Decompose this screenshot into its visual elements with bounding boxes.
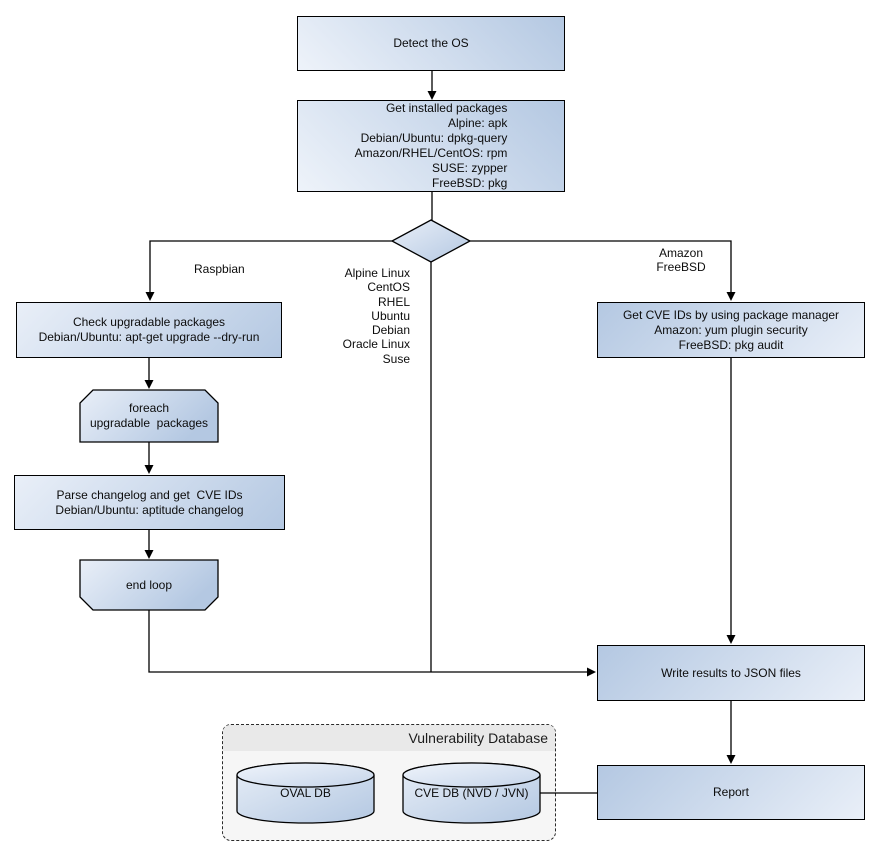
cve-db-label-wrap: CVE DB (NVD / JVN) — [403, 778, 540, 808]
node-get-installed-packages-label: Get installed packages Alpine: apk Debia… — [354, 101, 508, 190]
oval-db-label: OVAL DB — [280, 785, 331, 800]
arrowhead-into-write-top — [726, 635, 736, 644]
node-write-results-label: Write results to JSON files — [661, 665, 801, 680]
edge-label-amazon-freebsd: Amazon FreeBSD — [656, 246, 706, 275]
cve-db-label: CVE DB (NVD / JVN) — [414, 785, 529, 800]
arrowhead-into-parse — [144, 465, 154, 474]
edge-label-os-list: Alpine Linux CentOS RHEL Ubuntu Debian O… — [342, 266, 410, 366]
connector-endloop-to-write — [148, 610, 588, 673]
node-check-upgradable-packages-label: Check upgradable packages Debian/Ubuntu:… — [38, 315, 260, 344]
arrowhead-into-write-left — [587, 667, 596, 677]
node-report: Report — [597, 765, 865, 820]
node-check-upgradable-packages: Check upgradable packages Debian/Ubuntu:… — [16, 302, 282, 358]
arrowhead-into-report — [726, 755, 736, 764]
arrowhead-into-endloop — [144, 550, 154, 559]
node-parse-changelog: Parse changelog and get CVE IDs Debian/U… — [14, 475, 285, 530]
edge-label-raspbian: Raspbian — [194, 262, 245, 276]
node-report-label: Report — [712, 785, 750, 799]
end-loop-label-wrap: end loop — [80, 560, 218, 610]
arrowhead-into-check — [145, 292, 155, 301]
decision-diamond — [390, 219, 472, 263]
node-parse-changelog-label: Parse changelog and get CVE IDs Debian/U… — [55, 487, 244, 517]
node-get-cve-ids-label: Get CVE IDs by using package manager Ama… — [622, 307, 840, 352]
end-loop-label: end loop — [125, 577, 173, 592]
oval-db-label-wrap: OVAL DB — [237, 778, 374, 808]
node-detect-os-label: Detect the OS — [393, 36, 469, 50]
node-get-installed-packages: Get installed packages Alpine: apk Debia… — [297, 100, 565, 192]
arrowhead-into-getcve — [726, 292, 736, 301]
arrowhead-into-getinstalled — [427, 91, 437, 100]
foreach-loop-label-wrap: foreach upgradable packages — [80, 390, 218, 442]
vulnerability-database-title: Vulnerability Database — [408, 730, 548, 746]
node-write-results: Write results to JSON files — [597, 645, 865, 701]
foreach-loop-label: foreach upgradable packages — [89, 401, 209, 430]
node-detect-os: Detect the OS — [297, 16, 565, 71]
arrowhead-into-foreach — [144, 380, 154, 389]
node-get-cve-ids: Get CVE IDs by using package manager Ama… — [597, 302, 865, 358]
vulnerability-database-header: Vulnerability Database — [223, 725, 555, 751]
